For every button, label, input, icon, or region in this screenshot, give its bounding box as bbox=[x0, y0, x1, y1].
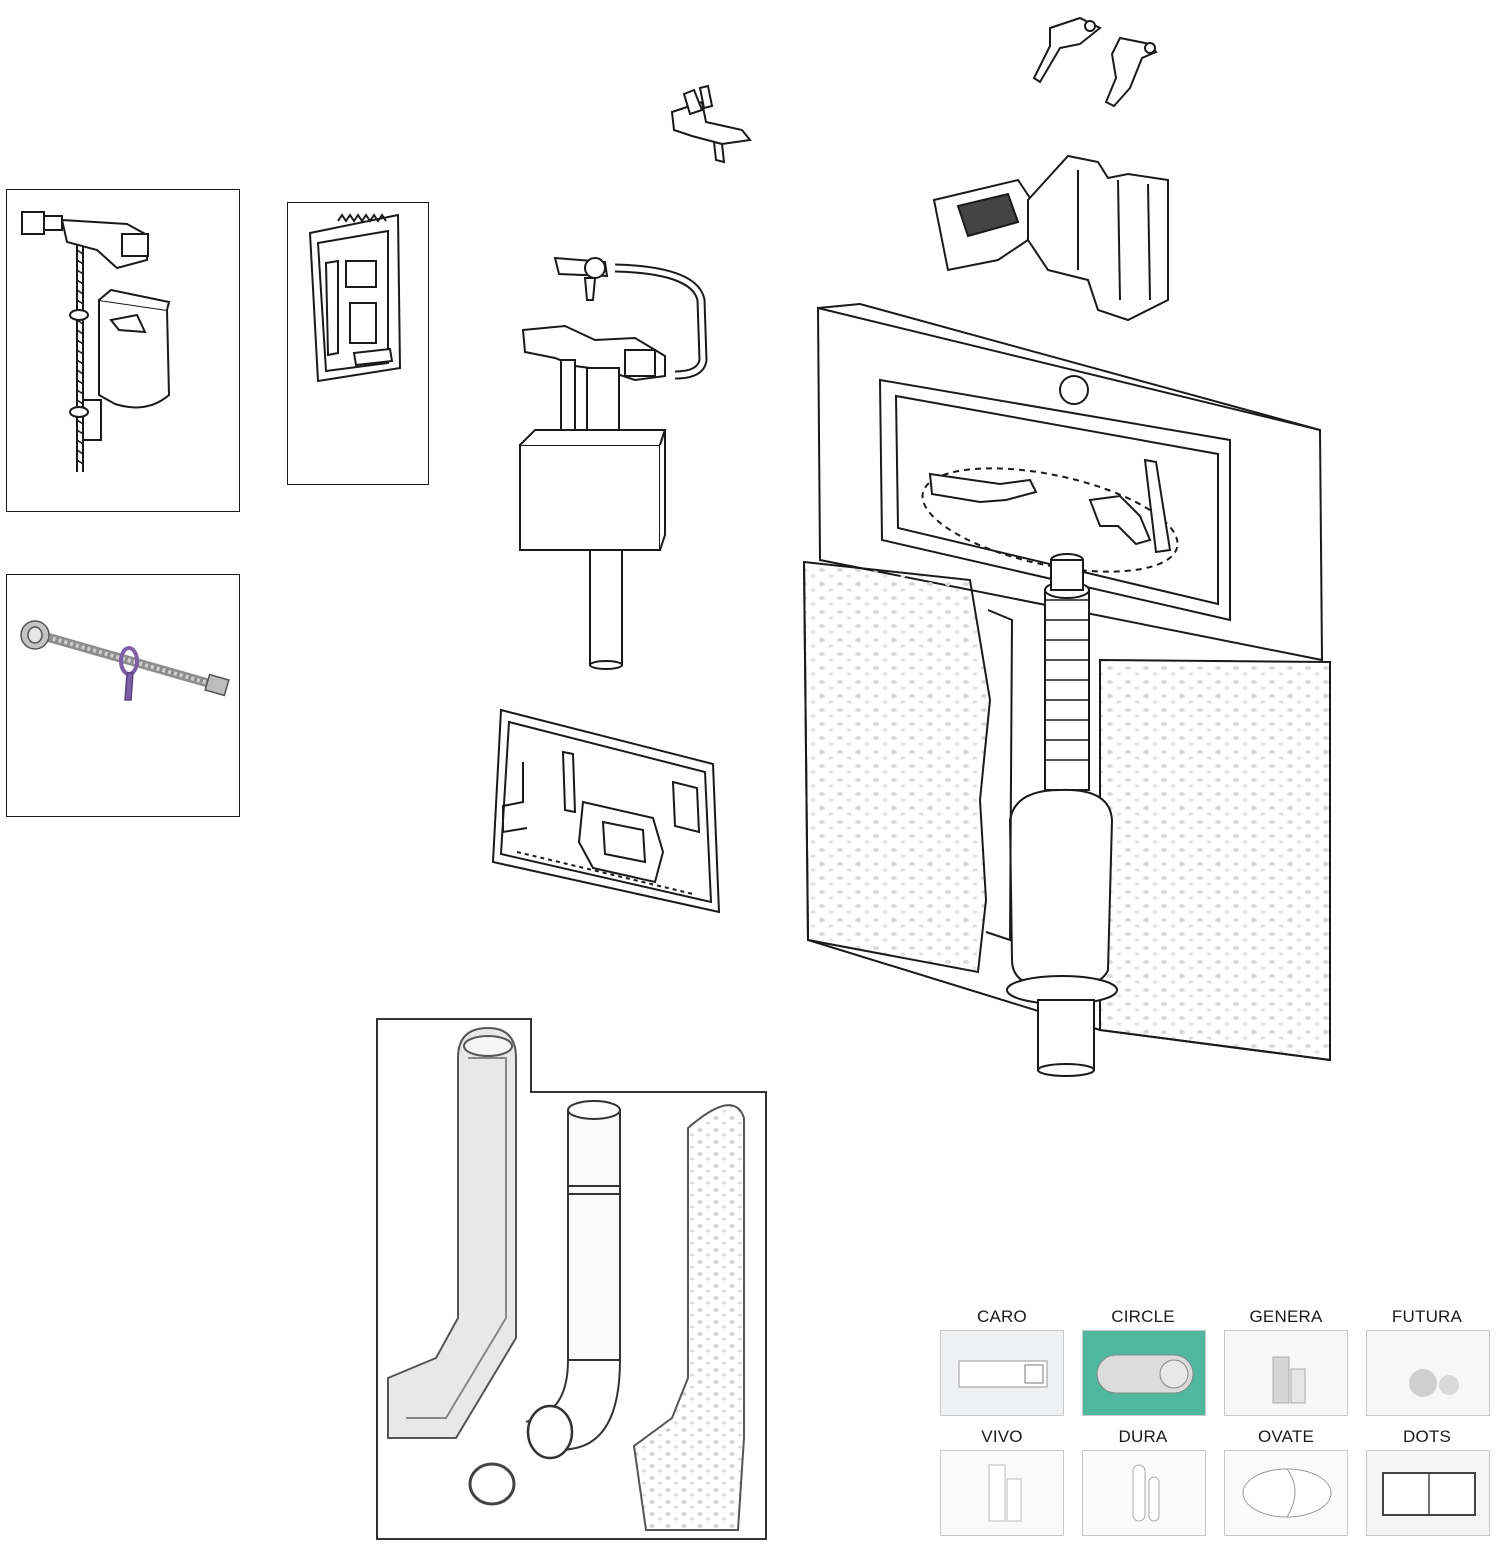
plate-label-vivo: VIVO bbox=[981, 1427, 1023, 1446]
plate-dura-icon bbox=[1132, 1464, 1160, 1522]
plate-label-genera: GENERA bbox=[1249, 1307, 1323, 1326]
plate-dots[interactable] bbox=[1366, 1450, 1490, 1536]
plate-circle[interactable] bbox=[1082, 1330, 1206, 1416]
clip-icon bbox=[670, 84, 752, 164]
plate-dura[interactable] bbox=[1082, 1450, 1206, 1536]
flush-bracket-icon bbox=[932, 154, 1169, 322]
plate-label-dots: DOTS bbox=[1402, 1427, 1452, 1446]
pan-connector-panel bbox=[376, 1018, 767, 1540]
plate-label-futura: FUTURA bbox=[1391, 1307, 1463, 1326]
plate-ovate-icon bbox=[1242, 1468, 1332, 1518]
plate-futura[interactable] bbox=[1366, 1330, 1490, 1416]
plate-ovate[interactable] bbox=[1224, 1450, 1348, 1536]
plate-circle-icon bbox=[1096, 1354, 1194, 1394]
access-bracket-panel bbox=[287, 202, 429, 485]
plate-label-caro: CARO bbox=[977, 1307, 1027, 1326]
concealed-cistern-icon bbox=[802, 302, 1331, 1077]
flexible-hose-panel bbox=[6, 574, 240, 817]
mounting-frame-icon bbox=[491, 708, 721, 914]
access-bracket-icon bbox=[308, 213, 402, 383]
plate-label-dura: DURA bbox=[1118, 1427, 1168, 1446]
lever-icon bbox=[1032, 16, 1158, 108]
plate-genera[interactable] bbox=[1224, 1330, 1348, 1416]
plate-futura-icon bbox=[1409, 1369, 1459, 1397]
pan-connector-kit-icon bbox=[387, 1026, 745, 1531]
plate-label-circle: CIRCLE bbox=[1111, 1307, 1175, 1326]
plate-caro[interactable] bbox=[940, 1330, 1064, 1416]
fill-valve-side-entry-icon bbox=[519, 256, 708, 670]
fill-valve-bottom-entry-panel bbox=[6, 189, 240, 512]
plate-label-ovate: OVATE bbox=[1257, 1427, 1315, 1446]
plate-vivo-icon bbox=[988, 1464, 1022, 1522]
plate-dots-icon bbox=[1382, 1472, 1476, 1516]
flexible-hose-icon bbox=[20, 620, 230, 701]
fill-valve-bottom-entry-icon bbox=[21, 211, 171, 472]
plate-genera-icon bbox=[1272, 1356, 1306, 1404]
plate-caro-icon bbox=[958, 1360, 1048, 1388]
plate-vivo[interactable] bbox=[940, 1450, 1064, 1536]
